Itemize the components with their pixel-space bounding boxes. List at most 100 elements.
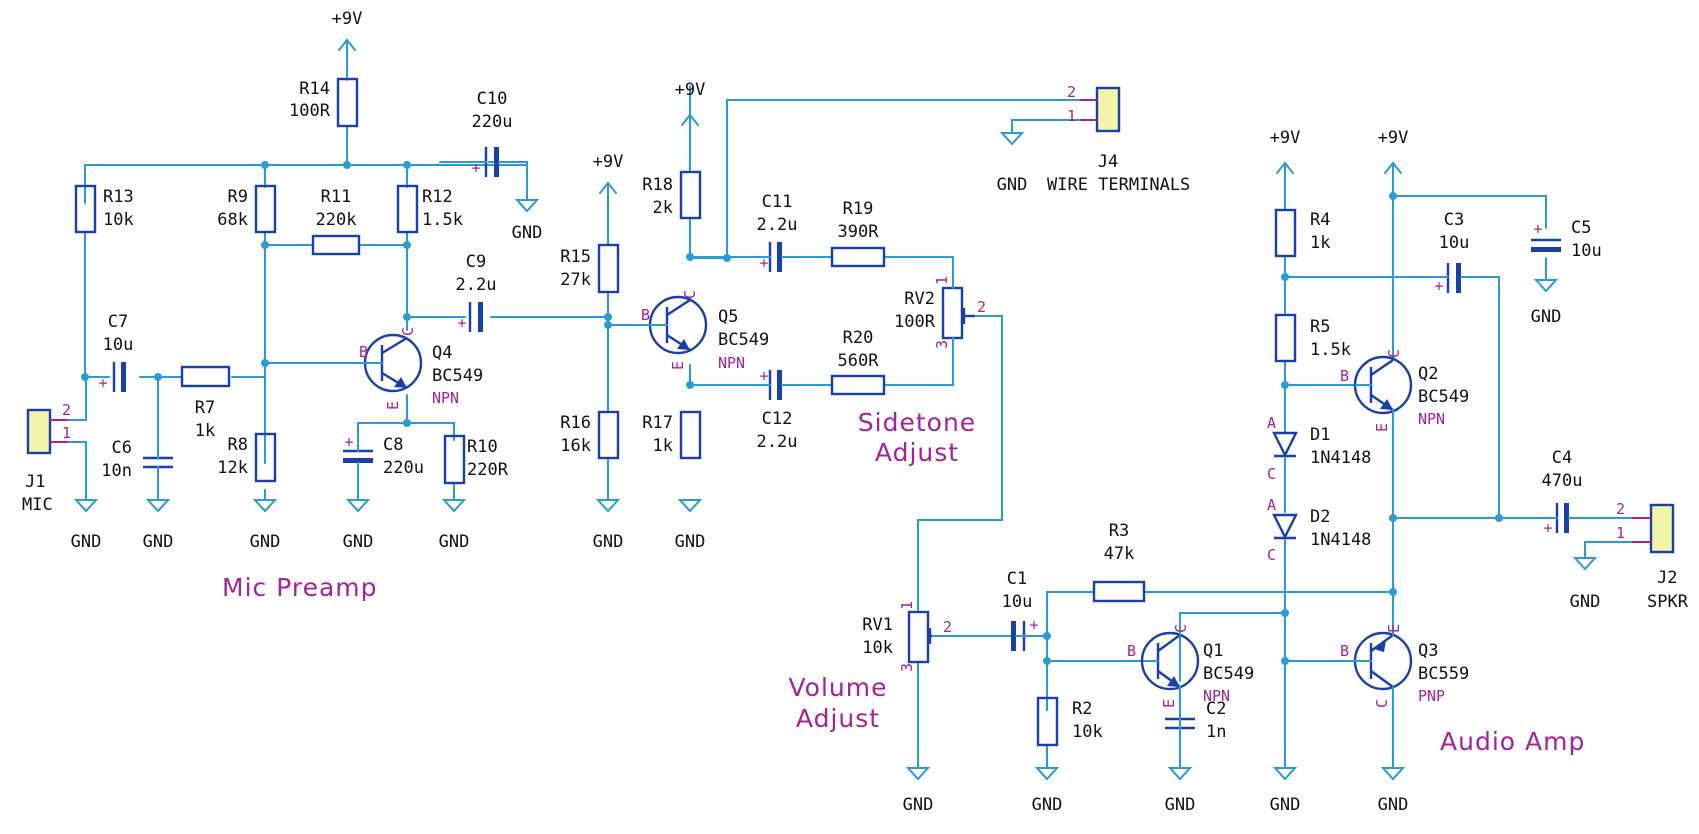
svg-text:BC549: BC549 <box>718 330 769 350</box>
svg-text:GND: GND <box>1270 795 1301 815</box>
sidetone-adjust-title-line2: Adjust <box>875 438 959 467</box>
transistor-q5: B C E Q5 BC549 NPN <box>636 290 769 372</box>
capacitor-c7: + C7 10u <box>98 312 133 392</box>
svg-text:C: C <box>1373 699 1391 708</box>
sidetone-adjust-title-line1: Sidetone <box>858 408 976 437</box>
svg-text:C1: C1 <box>1007 569 1027 589</box>
svg-text:Q4: Q4 <box>432 343 452 363</box>
svg-text:220u: 220u <box>472 112 513 132</box>
svg-text:+: + <box>1543 519 1552 537</box>
svg-text:220R: 220R <box>467 460 509 480</box>
svg-text:E: E <box>384 401 402 410</box>
svg-text:D1: D1 <box>1310 425 1330 445</box>
supply-label: +9V <box>1378 128 1409 148</box>
svg-text:E: E <box>1385 624 1403 633</box>
svg-text:2.2u: 2.2u <box>757 432 798 452</box>
resistor-r4: R4 1k <box>1274 208 1330 258</box>
svg-text:J1: J1 <box>25 472 45 492</box>
svg-text:R8: R8 <box>228 435 248 455</box>
gnd-r17: GND <box>675 499 706 552</box>
svg-text:1N4148: 1N4148 <box>1310 530 1371 550</box>
svg-text:C: C <box>681 290 699 299</box>
svg-text:R16: R16 <box>560 413 591 433</box>
svg-text:3: 3 <box>933 340 951 349</box>
svg-text:1k: 1k <box>1310 233 1330 253</box>
svg-text:+: + <box>1029 616 1038 634</box>
potentiometer-rv1: 1 2 3 RV1 10k <box>862 601 952 672</box>
svg-text:R10: R10 <box>467 437 498 457</box>
svg-text:GND: GND <box>675 532 706 552</box>
svg-text:R12: R12 <box>422 187 453 207</box>
resistor-r2: R2 10k <box>1036 696 1103 747</box>
svg-text:1n: 1n <box>1206 722 1226 742</box>
svg-text:GND: GND <box>903 795 934 815</box>
junctions <box>81 161 1503 665</box>
svg-text:2: 2 <box>1616 500 1625 518</box>
svg-text:2: 2 <box>1067 83 1076 101</box>
svg-text:J4: J4 <box>1098 152 1118 172</box>
svg-text:RV1: RV1 <box>862 615 893 635</box>
svg-text:GND: GND <box>1165 795 1196 815</box>
resistor-r20: R20 560R <box>830 328 886 396</box>
svg-text:2.2u: 2.2u <box>757 215 798 235</box>
svg-text:GND: GND <box>1032 795 1063 815</box>
power-9v-r15: +9V <box>593 152 623 246</box>
gnd-c10: GND <box>512 199 542 243</box>
svg-text:1: 1 <box>1616 524 1625 542</box>
svg-text:10k: 10k <box>862 638 893 658</box>
svg-text:100R: 100R <box>894 312 936 332</box>
svg-text:BC549: BC549 <box>1418 387 1469 407</box>
power-9v-r14: +9V <box>332 9 362 51</box>
section-titles: Mic Preamp Sidetone Adjust Volume Adjust… <box>222 408 1584 756</box>
svg-text:C: C <box>399 327 417 336</box>
svg-text:GND: GND <box>143 532 174 552</box>
svg-text:1: 1 <box>898 601 916 610</box>
gnd-r10: GND <box>439 499 470 552</box>
diode-d1: A C D1 1N4148 <box>1267 414 1371 483</box>
power-9v-q2: +9V <box>1378 128 1409 174</box>
svg-text:NPN: NPN <box>718 354 745 372</box>
svg-text:R15: R15 <box>560 247 591 267</box>
svg-text:WIRE TERMINALS: WIRE TERMINALS <box>1047 175 1190 195</box>
svg-text:C: C <box>1267 546 1276 564</box>
svg-text:220k: 220k <box>316 210 357 230</box>
svg-text:10k: 10k <box>1072 722 1103 742</box>
supply-label: +9V <box>1270 128 1301 148</box>
resistor-r18: R18 2k <box>642 170 702 220</box>
capacitor-c6: C6 10n <box>101 438 173 481</box>
svg-text:E: E <box>669 361 687 370</box>
svg-text:R18: R18 <box>642 175 673 195</box>
transistor-q4: B C E Q4 BC549 NPN <box>357 327 483 410</box>
svg-text:1.5k: 1.5k <box>422 210 463 230</box>
diode-d2: A C D2 1N4148 <box>1267 496 1371 564</box>
svg-text:GND: GND <box>1531 307 1562 327</box>
svg-text:Q5: Q5 <box>718 307 738 327</box>
gnd-r8: GND <box>250 499 280 552</box>
svg-text:BC549: BC549 <box>1203 664 1254 684</box>
svg-text:R5: R5 <box>1310 317 1330 337</box>
svg-text:10u: 10u <box>1439 233 1470 253</box>
power-9v-r18: +9V <box>675 80 705 173</box>
svg-text:+: + <box>471 159 480 177</box>
capacitor-c12: + C12 2.2u <box>757 367 798 452</box>
gnd-j4: GND <box>997 132 1027 195</box>
svg-text:R19: R19 <box>843 199 874 219</box>
svg-text:2: 2 <box>977 298 986 316</box>
svg-text:Q1: Q1 <box>1203 641 1223 661</box>
gnd-c5: GND <box>1531 279 1562 327</box>
svg-text:B: B <box>1340 642 1349 660</box>
svg-text:B: B <box>1340 367 1349 385</box>
svg-text:SPKR: SPKR <box>1647 592 1689 612</box>
resistor-r9: R9 68k <box>217 184 277 234</box>
resistor-r13: R13 10k <box>74 184 134 234</box>
resistor-r16: R16 16k <box>560 410 620 460</box>
svg-text:C: C <box>1267 465 1276 483</box>
svg-text:GND: GND <box>343 532 374 552</box>
svg-text:68k: 68k <box>217 210 248 230</box>
svg-text:16k: 16k <box>560 436 591 456</box>
svg-text:10k: 10k <box>103 210 134 230</box>
svg-text:10u: 10u <box>1571 241 1602 261</box>
svg-text:C5: C5 <box>1571 218 1591 238</box>
svg-text:GND: GND <box>439 532 470 552</box>
svg-text:C8: C8 <box>383 435 403 455</box>
